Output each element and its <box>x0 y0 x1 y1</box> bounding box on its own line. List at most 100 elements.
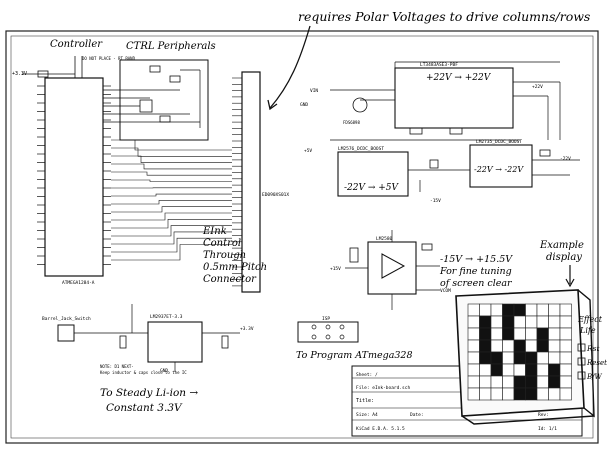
bus-line <box>111 148 232 156</box>
display-pixel-off <box>560 328 572 340</box>
display-pixel-off <box>503 364 515 376</box>
display-pixel-off <box>514 364 526 376</box>
display-pixel-off <box>514 316 526 328</box>
title-sheet: Sheet: / <box>356 372 378 378</box>
barrel-label: Barrel_Jack_Switch <box>42 316 91 322</box>
display-pixel-off <box>537 376 549 388</box>
display-pixel-off <box>503 352 515 364</box>
v22-net: +22V <box>532 84 543 90</box>
display-pixel-off <box>514 328 526 340</box>
display-pixel-off <box>503 388 515 400</box>
display-pixel-off <box>503 376 515 388</box>
display-pixel-off <box>560 364 572 376</box>
reg-note-2: Keep inductor & caps close to the IC <box>100 370 187 375</box>
display-pixel-on <box>480 352 492 364</box>
display-pixel-off <box>491 328 503 340</box>
title-rev: Rev: <box>538 412 549 418</box>
display-pixel-off <box>537 352 549 364</box>
reg-gnd-net: GND <box>160 368 168 374</box>
title-size: Size: A4 <box>356 412 378 418</box>
display-pixel-on <box>491 352 503 364</box>
display-pixel-on <box>549 376 561 388</box>
display-pixel-off <box>526 304 538 316</box>
opamp-symbol <box>382 254 404 278</box>
display-pixel-off <box>491 340 503 352</box>
header-note: To Program ATmega328 <box>296 350 413 361</box>
display-pixel-off <box>549 388 561 400</box>
display-pixel-off <box>549 328 561 340</box>
opamp-label: LM2580 <box>376 236 393 242</box>
isp-label: ISP <box>322 316 330 322</box>
display-pixel-off <box>468 316 480 328</box>
display-pixel-off <box>526 328 538 340</box>
side-note-5: B/W <box>586 373 603 381</box>
display-pixel-off <box>560 340 572 352</box>
v5-net: +5V <box>304 148 312 154</box>
bus-line <box>111 172 232 175</box>
liion-note-2: Constant 3.3V <box>106 402 183 414</box>
reg-note-1: NOTE: D1 NEXT- <box>100 364 134 369</box>
display-pixel-off <box>480 376 492 388</box>
dcdc-right-label: LM2735_DCDC_BOOST <box>476 139 522 145</box>
display-pixel-off <box>468 352 480 364</box>
display-pixel-on <box>503 304 515 316</box>
vneg-note-3: of screen clear <box>440 278 513 289</box>
mcu-ic <box>45 78 103 276</box>
side-note-3: Rst <box>586 344 600 353</box>
display-pixel-on <box>537 340 549 352</box>
mcu-vcc-net: +3.3V <box>12 71 27 77</box>
title-date: Date: <box>410 412 424 418</box>
display-pixel-off <box>468 376 480 388</box>
eink-note-3: Through <box>203 250 246 261</box>
vneg22-net: -22V <box>560 156 571 162</box>
display-pixel-on <box>549 364 561 376</box>
isp-pin <box>312 325 316 329</box>
v15-net: +15V <box>330 266 341 272</box>
bus-line <box>111 164 232 169</box>
regulator-label: LM2937ET-3.3 <box>150 314 183 320</box>
display-pixel-off <box>537 364 549 376</box>
bus-line <box>111 213 232 220</box>
title-kicad: KiCad E.D.A. 5.1.5 <box>356 426 405 432</box>
vin-net: VIN <box>310 88 318 94</box>
dcdc-mid-label: LM2576_DCDC_BOOST <box>338 146 384 152</box>
isp-pins <box>312 325 344 339</box>
display-pixel-on <box>526 376 538 388</box>
example-note-2: display <box>546 252 582 263</box>
eink-note-1: EInk <box>202 226 227 237</box>
barrel-jack <box>58 325 74 341</box>
eink-connector-label: ED090XS01X <box>262 192 289 198</box>
display-pixel-off <box>491 388 503 400</box>
display-pixel-on <box>480 316 492 328</box>
display-pixel-off <box>549 352 561 364</box>
display-pixel-off <box>480 304 492 316</box>
top-note-arrow <box>270 26 310 108</box>
peripheral-parts <box>103 66 200 128</box>
display-pixel-off <box>549 304 561 316</box>
gnd-net-1: GND <box>300 102 308 108</box>
display-grid <box>468 304 572 400</box>
display-pixel-off <box>549 340 561 352</box>
display-pixel-off <box>480 364 492 376</box>
vneg-note-2: For fine tuning <box>439 266 512 277</box>
display-pixel-off <box>468 364 480 376</box>
display-pixel-on <box>537 328 549 340</box>
display-pixel-off <box>526 340 538 352</box>
title-id: Id: 1/1 <box>538 426 557 432</box>
buck-note: -22V → +5V <box>344 183 400 193</box>
pos-rail-note: +22V → +22V <box>426 73 492 83</box>
ctrl-peripherals-label: CTRL Peripherals <box>126 41 216 52</box>
vneg15-net: -15V <box>430 198 441 204</box>
eink-note-5: Connector <box>203 274 257 285</box>
ctrl-peripherals-box <box>120 60 208 140</box>
side-note-1: Effect <box>577 315 603 324</box>
display-pixel-on <box>526 388 538 400</box>
display-pixel-off <box>560 376 572 388</box>
display-pixel-off <box>468 388 480 400</box>
isp-pin <box>326 335 330 339</box>
display-pixel-on <box>480 340 492 352</box>
display-pixel-off <box>468 328 480 340</box>
display-pixel-on <box>514 388 526 400</box>
display-pixel-off <box>480 388 492 400</box>
